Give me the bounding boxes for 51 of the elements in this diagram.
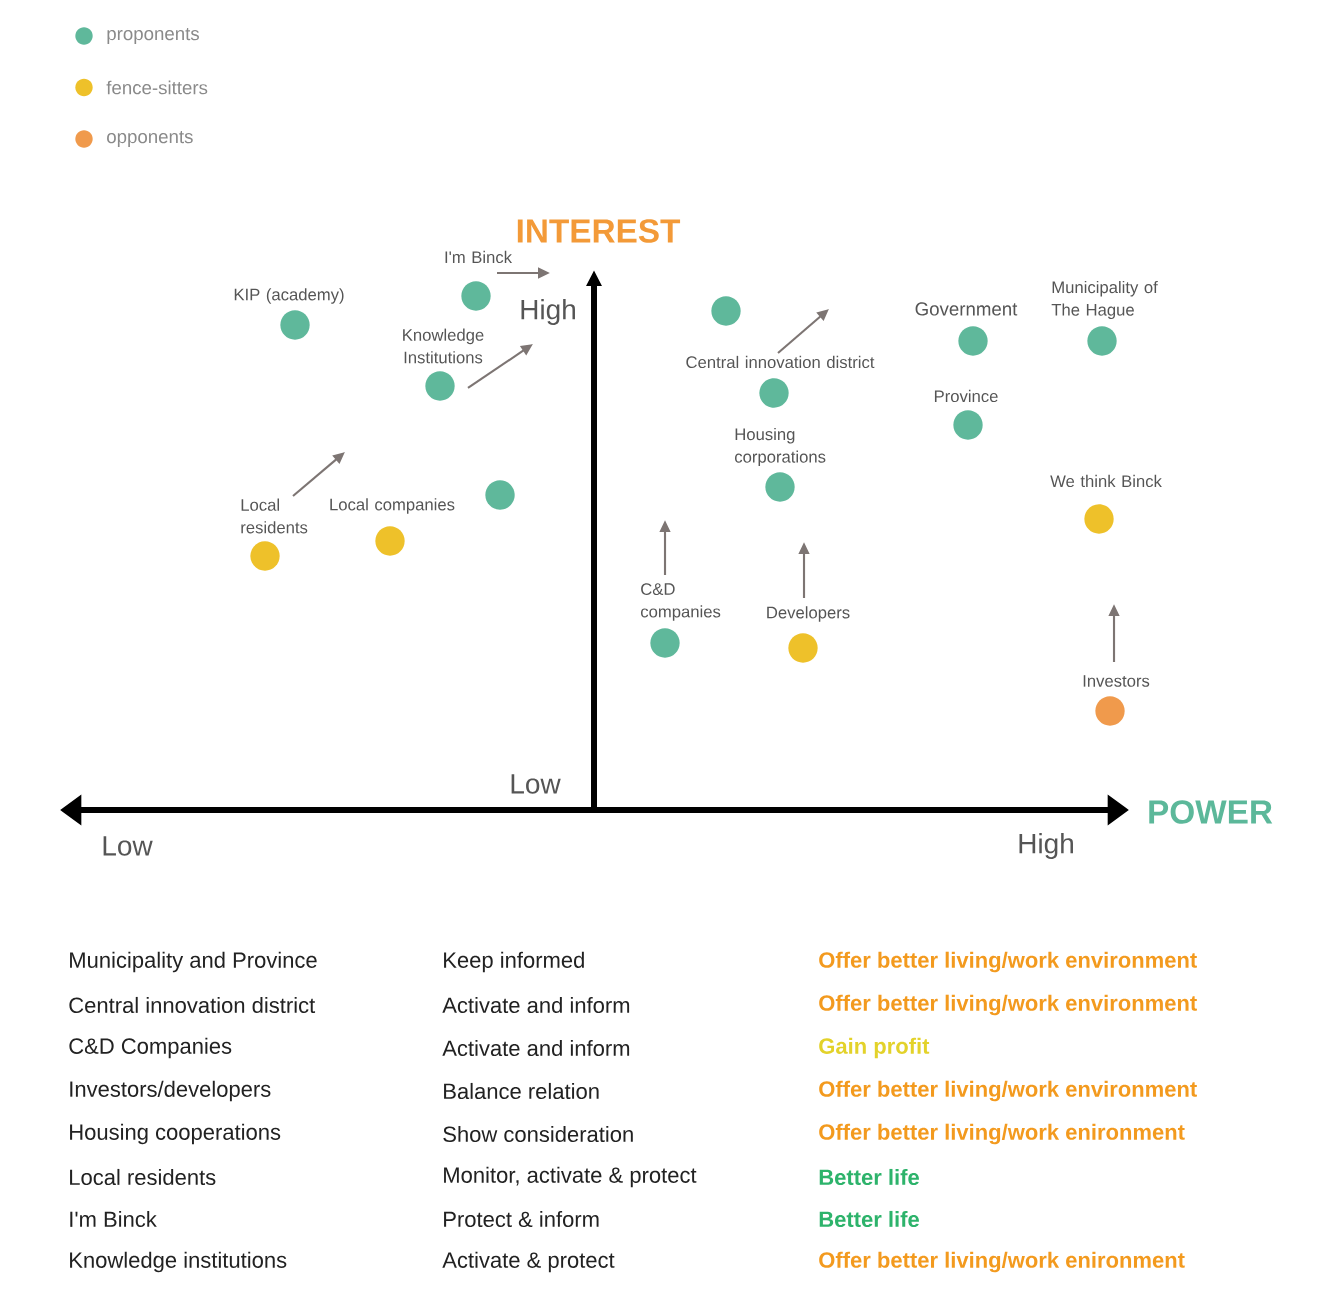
table-text: Offer better living/work environment — [819, 994, 1197, 1016]
stakeholder-label: Government — [915, 302, 1018, 316]
stakeholder-label: Knowledge Institutions — [403, 328, 484, 364]
legend-label: opponents — [107, 131, 193, 147]
axis-label: Low — [511, 774, 561, 794]
movement-arrow — [292, 452, 345, 497]
table-text: C&D Companies — [69, 1037, 232, 1059]
stakeholder-label: Investors — [1083, 675, 1150, 687]
stakeholder-label: I'm Binck — [445, 250, 513, 264]
axis-label: High — [1019, 832, 1073, 860]
table-text: Offer better living/work environment — [819, 1080, 1197, 1102]
table-text: Investors/developers — [70, 1080, 271, 1102]
stakeholder-label: Local companies — [330, 498, 455, 514]
table-text: Activate and inform — [442, 1039, 630, 1057]
table-text: Knowledge institutions — [70, 1251, 287, 1273]
stakeholder-label: Central innovation district — [686, 355, 875, 369]
axis-title: INTEREST — [517, 219, 681, 243]
table-text: Keep informed — [444, 951, 584, 973]
stakeholder-dot — [711, 296, 741, 326]
table-text: Better life — [819, 1210, 919, 1228]
table-text: Balance relation — [444, 1082, 599, 1100]
table-text: Show consideration — [443, 1125, 633, 1143]
movement-arrow — [777, 309, 829, 354]
stakeholder-label: KIP (academy) — [234, 288, 344, 304]
stakeholder-label: We think Binck — [1050, 474, 1162, 488]
table-text: Activate and inform — [442, 996, 630, 1014]
legend-label: proponents — [107, 28, 199, 44]
stakeholder-dot — [485, 480, 515, 510]
stakeholder-label: Housing corporations — [735, 427, 826, 466]
table-text: Protect & inform — [444, 1210, 599, 1228]
table-text: Better life — [819, 1168, 919, 1186]
table-text: Activate & protect — [442, 1251, 615, 1273]
stakeholder-label: Developers — [767, 606, 850, 622]
table-text: Municipality and Province — [70, 951, 317, 973]
axis-label: High — [521, 298, 575, 326]
table-text: Offer better living/work environment — [819, 951, 1197, 973]
stakeholder-label: Local residents — [241, 498, 308, 534]
axis-title: POWER — [1149, 800, 1273, 824]
table-text: Offer better living/work enironment — [819, 1123, 1185, 1145]
table-text: Gain profit — [819, 1037, 930, 1059]
table-text: Local residents — [70, 1168, 216, 1186]
table-text: I'm Binck — [70, 1210, 157, 1228]
table-text: Offer better living/work enironment — [819, 1251, 1185, 1273]
table-text: Housing cooperations — [70, 1123, 281, 1145]
stakeholder-label: C&D companies — [641, 583, 721, 621]
axis-label: Low — [103, 836, 153, 856]
stakeholder-label: Province — [934, 389, 998, 403]
table-text: Central innovation district — [69, 996, 316, 1014]
table-text: Monitor, activate & protect — [444, 1166, 697, 1188]
legend-label: fence-sitters — [106, 80, 208, 95]
stakeholder-label: Municipality of The Hague — [1051, 280, 1158, 319]
